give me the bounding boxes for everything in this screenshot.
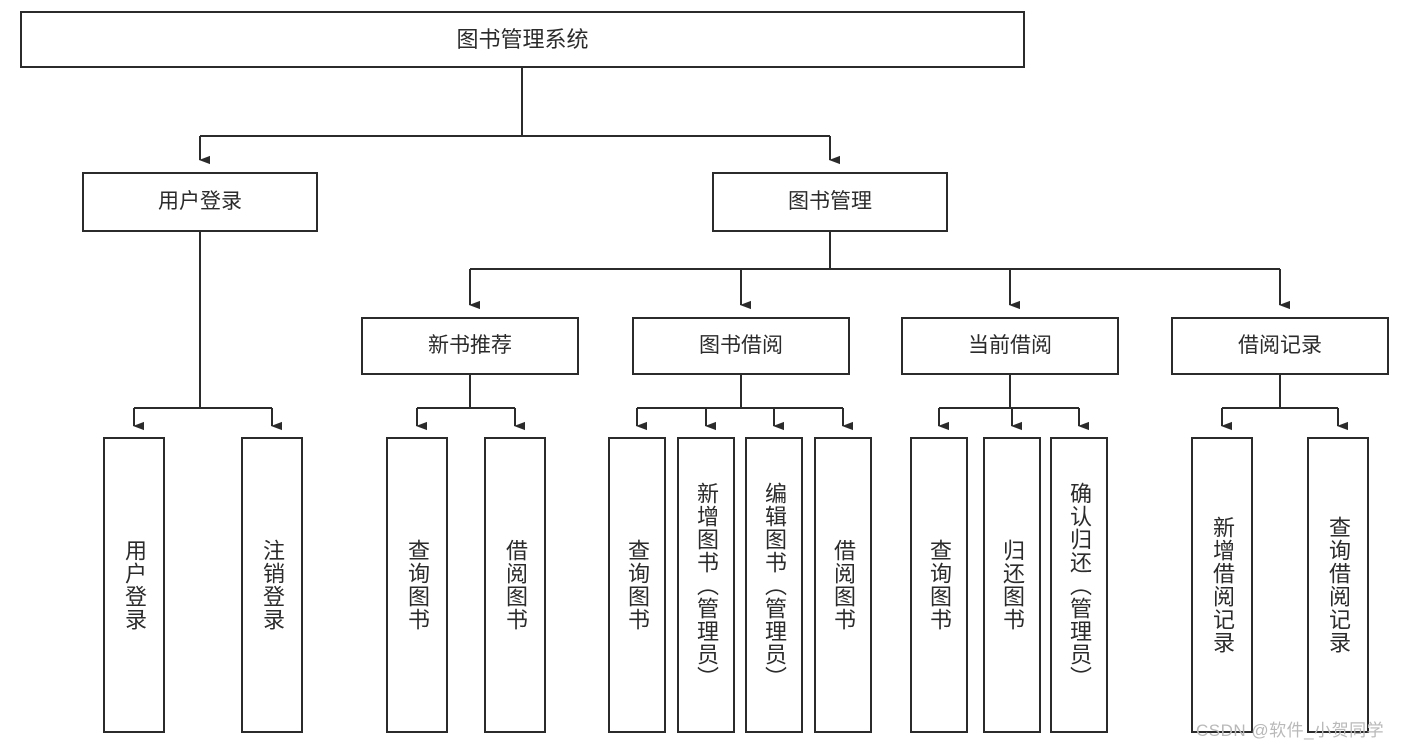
leaf-user-login[interactable]: 用户登录 [103,437,165,733]
node-borrowing-records[interactable]: 借阅记录 [1171,317,1389,375]
leaf-borrow-book-rec[interactable]: 借阅图书 [484,437,546,733]
leaf-return-book[interactable]: 归还图书 [983,437,1041,733]
leaf-borrow-book[interactable]: 借阅图书 [814,437,872,733]
node-label: 新增图书（管理员） [694,481,719,689]
node-label: 借阅记录 [1238,333,1322,357]
node-label: 当前借阅 [968,333,1052,357]
node-label: 图书管理系统 [456,26,589,52]
node-label: 借阅图书 [503,539,528,631]
leaf-query-borrow-record[interactable]: 查询借阅记录 [1307,437,1369,733]
node-label: 查询借阅记录 [1326,516,1351,654]
node-new-book-recommend[interactable]: 新书推荐 [361,317,579,375]
node-label: 查询图书 [405,539,430,631]
leaf-edit-book-admin[interactable]: 编辑图书（管理员） [745,437,803,733]
leaf-query-book-current[interactable]: 查询图书 [910,437,968,733]
leaf-add-book-admin[interactable]: 新增图书（管理员） [677,437,735,733]
node-book-borrowing[interactable]: 图书借阅 [632,317,850,375]
node-book-management[interactable]: 图书管理 [712,172,948,232]
leaf-confirm-return-admin[interactable]: 确认归还（管理员） [1050,437,1108,733]
leaf-query-book-rec[interactable]: 查询图书 [386,437,448,733]
node-label: 图书管理 [788,189,872,213]
node-label: 注销登录 [260,539,285,631]
node-label: 查询图书 [927,539,952,631]
node-label: 确认归还（管理员） [1067,481,1092,689]
node-label: 查询图书 [625,539,650,631]
node-current-borrowing[interactable]: 当前借阅 [901,317,1119,375]
leaf-add-borrow-record[interactable]: 新增借阅记录 [1191,437,1253,733]
node-label: 新增借阅记录 [1210,516,1235,654]
node-label: 借阅图书 [831,539,856,631]
leaf-query-book-borrow[interactable]: 查询图书 [608,437,666,733]
watermark-text: CSDN @软件_小贺同学 [1196,721,1385,740]
node-root-system[interactable]: 图书管理系统 [20,11,1025,68]
node-user-login[interactable]: 用户登录 [82,172,318,232]
node-label: 归还图书 [1000,539,1025,631]
leaf-logout[interactable]: 注销登录 [241,437,303,733]
node-label: 编辑图书（管理员） [762,481,787,689]
node-label: 用户登录 [122,539,147,631]
node-label: 用户登录 [158,189,242,213]
node-label: 图书借阅 [699,333,783,357]
node-label: 新书推荐 [428,333,512,357]
